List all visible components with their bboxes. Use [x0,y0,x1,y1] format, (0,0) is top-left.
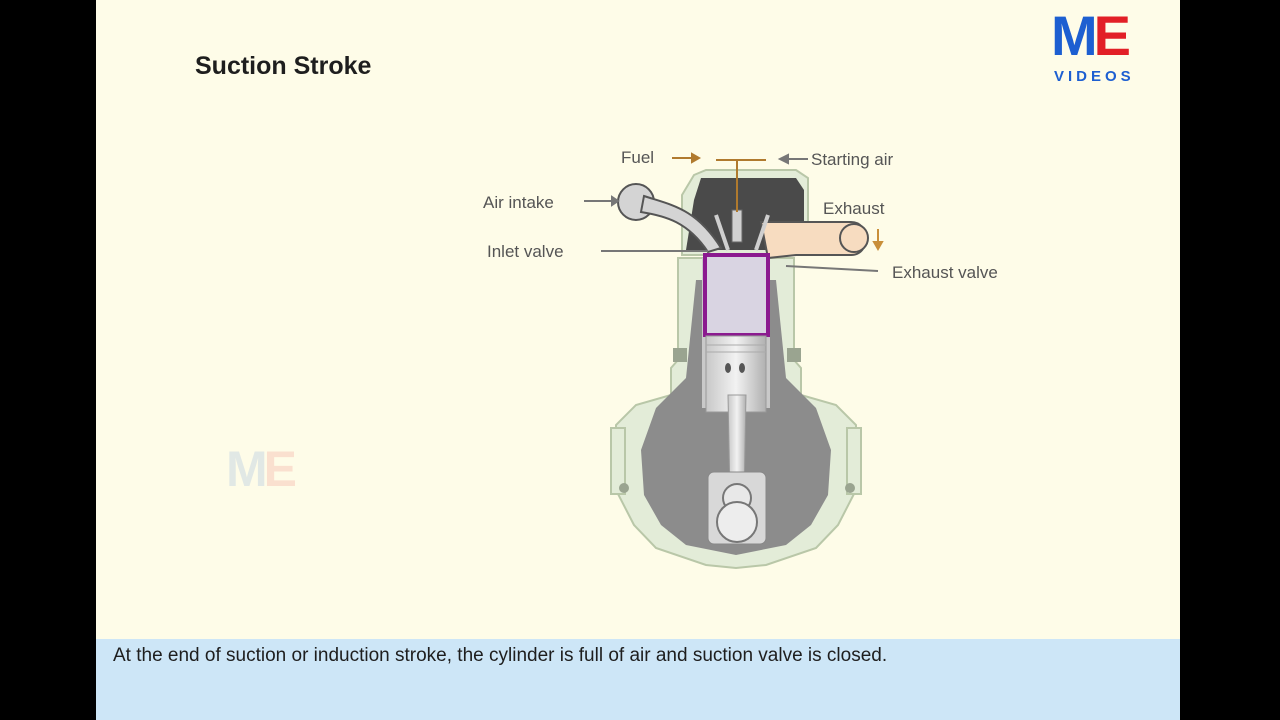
fuel-injector [716,159,766,243]
label-starting-air: Starting air [811,150,894,169]
label-inlet-valve: Inlet valve [487,242,564,261]
label-air-intake: Air intake [483,193,554,212]
slide: Suction Stroke ME VIDEOS ME [96,0,1180,720]
label-fuel: Fuel [621,148,655,167]
highlight-box [703,253,770,337]
caption-bar: At the end of suction or induction strok… [96,639,1180,720]
label-exhaust: Exhaust [823,199,885,218]
inlet-valve-stem [714,214,730,251]
me-videos-logo: ME VIDEOS [1051,8,1163,90]
leader-lines [584,153,879,272]
air-intake-pipe [617,183,723,254]
cylinder-air-highlight [705,255,768,335]
exhaust-arrow [872,229,884,252]
exhaust-valve-stem [754,214,770,251]
label-exhaust-valve: Exhaust valve [892,263,998,282]
slide-title: Suction Stroke [195,52,372,80]
logo-subtitle: VIDEOS [1054,68,1135,85]
engine-diagram [584,152,884,570]
caption-text: At the end of suction or induction strok… [113,645,888,666]
watermark-logo: ME [226,441,297,497]
crankshaft [707,471,767,545]
logo-letters: ME [1051,4,1131,67]
fuel-arrow [672,152,702,164]
exhaust-pipe [759,221,869,260]
